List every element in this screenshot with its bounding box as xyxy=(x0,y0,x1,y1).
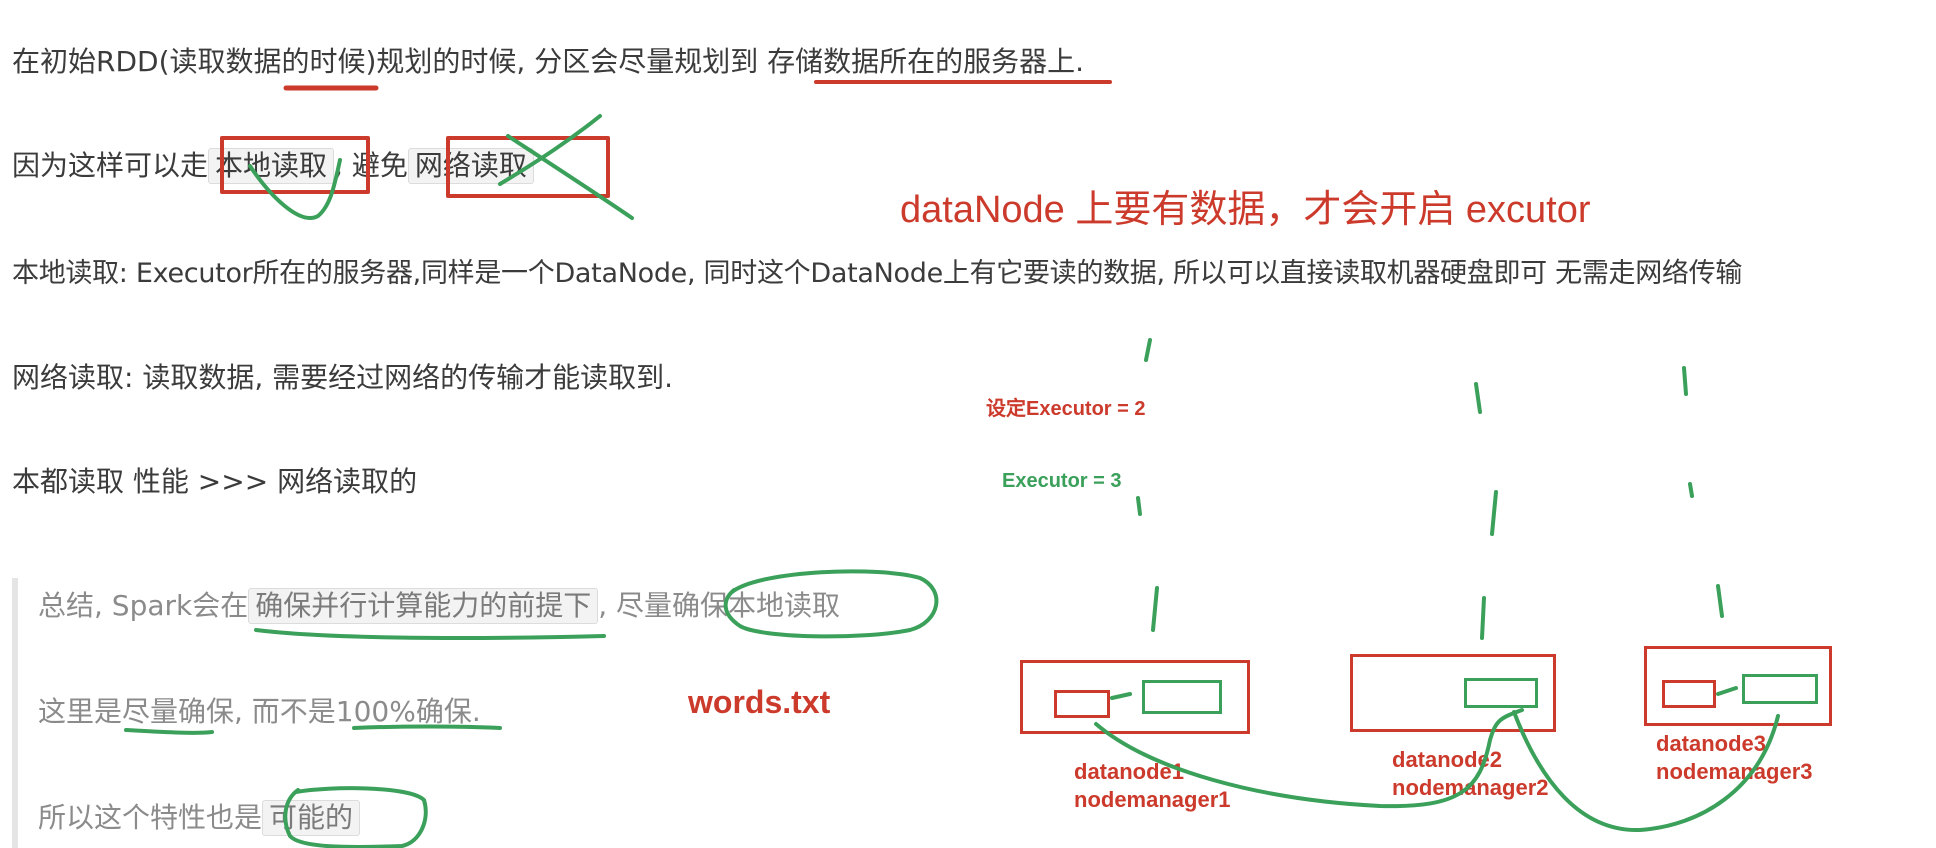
paragraph-4: 网络读取: 读取数据, 需要经过网络的传输才能读取到. xyxy=(12,361,674,394)
node-label-3: datanode3 nodemanager3 xyxy=(1656,730,1813,786)
executor-box-2 xyxy=(1464,678,1538,708)
code-network-read: 网络读取 xyxy=(407,148,534,184)
node-label-2: datanode2 nodemanager2 xyxy=(1392,746,1549,802)
executor-line-3 xyxy=(1682,366,1724,618)
code-parallel-premise: 确保并行计算能力的前提下 xyxy=(248,588,599,624)
executor-line-2 xyxy=(1474,382,1498,640)
executor-box-1 xyxy=(1142,680,1222,714)
paragraph-2: 因为这样可以走本地读取, 避免网络读取 xyxy=(12,148,534,184)
set-executor-label: 设定Executor = 2 xyxy=(986,398,1146,420)
executor-line-1 xyxy=(1136,338,1159,632)
words-file-label: words.txt xyxy=(688,684,831,720)
node-label-3-datanode: datanode3 xyxy=(1656,731,1767,756)
datanode-note: dataNode 上要有数据，才会开启 excutor xyxy=(900,189,1591,231)
quote-line-1: 总结, Spark会在确保并行计算能力的前提下, 尽量确保本地读取 xyxy=(38,588,840,624)
executor-box-3 xyxy=(1742,674,1818,704)
partition-box-3 xyxy=(1662,680,1716,708)
quote-line-1-suffix: , 尽量确保本地读取 xyxy=(598,589,841,622)
node-label-2-nodemanager: nodemanager2 xyxy=(1392,775,1549,800)
quote-line-2: 这里是尽量确保, 而不是100%确保. xyxy=(38,695,481,728)
underline-green-parallel xyxy=(254,628,606,640)
node-label-1-datanode: datanode1 xyxy=(1074,759,1185,784)
code-local-read: 本地读取 xyxy=(208,148,335,184)
paragraph-3: 本地读取: Executor所在的服务器,同样是一个DataNode, 同时这个… xyxy=(12,258,1743,289)
underline-green-best-effort xyxy=(124,728,214,735)
paragraph-2-prefix: 因为这样可以走 xyxy=(12,149,209,182)
paragraph-2-mid: , 避免 xyxy=(334,149,408,182)
node-label-2-datanode: datanode2 xyxy=(1392,747,1503,772)
quote-line-3: 所以这个特性也是可能的 xyxy=(38,800,361,836)
quote-line-3-prefix: 所以这个特性也是 xyxy=(38,801,263,834)
node-label-1: datanode1 nodemanager1 xyxy=(1074,758,1231,814)
paragraph-5: 本都读取 性能 >>> 网络读取的 xyxy=(12,465,418,498)
code-possible: 可能的 xyxy=(262,800,361,836)
paragraph-1: 在初始RDD(读取数据的时候)规划的时候, 分区会尽量规划到 存储数据所在的服务… xyxy=(12,45,1085,78)
partition-box-1 xyxy=(1054,690,1110,718)
node-label-1-nodemanager: nodemanager1 xyxy=(1074,787,1231,812)
blockquote-bar xyxy=(12,578,18,848)
executor-count-label: Executor = 3 xyxy=(1002,470,1122,492)
quote-line-1-prefix: 总结, Spark会在 xyxy=(38,589,249,622)
node-label-3-nodemanager: nodemanager3 xyxy=(1656,759,1813,784)
